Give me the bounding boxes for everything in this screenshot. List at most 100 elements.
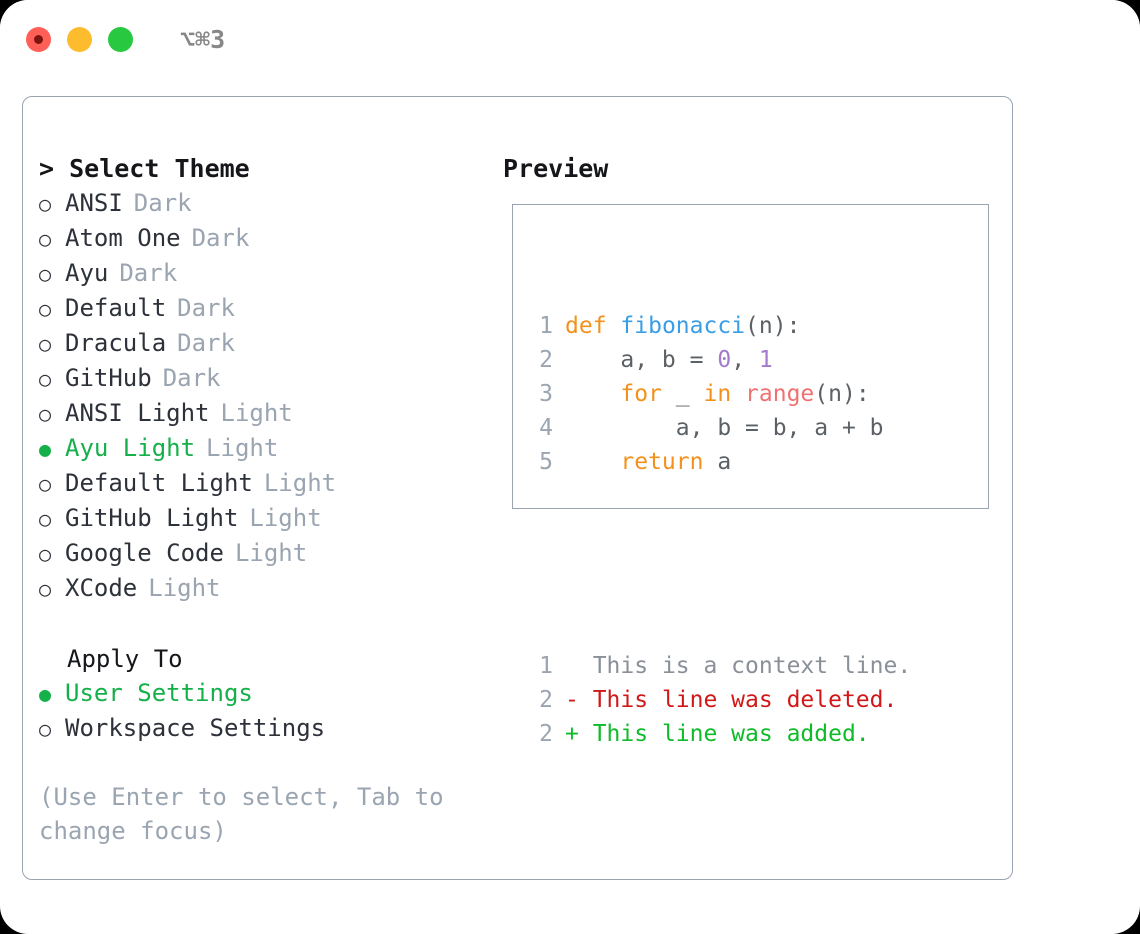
token-fn: fibonacci: [620, 313, 746, 339]
token-kw: for: [620, 381, 662, 407]
radio-unselected-icon: ○: [39, 262, 52, 286]
line-number: 3: [539, 381, 553, 407]
diff-marker: +: [565, 721, 579, 747]
apply-to-option-list[interactable]: ● User Settings ○Workspace Settings: [39, 676, 487, 746]
token-plain: ,: [731, 347, 759, 373]
theme-option-label: Default: [65, 294, 167, 322]
diff-line-add: 2+ This line was added.: [525, 717, 911, 751]
token-plain: [565, 449, 620, 475]
theme-variant-tag: Light: [249, 504, 322, 532]
theme-variant-tag: Dark: [177, 329, 235, 357]
token-plain: [565, 381, 620, 407]
radio-unselected-icon: ○: [39, 507, 52, 531]
apply-to-header: Apply To: [67, 645, 183, 673]
code-line: 5 return a: [525, 445, 911, 479]
code-text: for _ in range(n):: [565, 377, 870, 411]
theme-option-ayu-light[interactable]: ● Ayu Light Light: [39, 431, 487, 466]
theme-option-github-light[interactable]: ○ GitHub Light Light: [39, 501, 487, 536]
theme-option-label: GitHub Light: [65, 504, 239, 532]
diff-marker: [565, 649, 579, 683]
theme-option-ansi-light[interactable]: ○ ANSI Light Light: [39, 396, 487, 431]
line-number: 4: [539, 415, 553, 441]
minimize-button[interactable]: [67, 26, 92, 52]
token-plain: _: [661, 381, 704, 407]
radio-unselected-icon: ○: [39, 367, 52, 391]
line-number: 2: [539, 347, 553, 373]
theme-variant-tag: Light: [206, 434, 279, 462]
token-bi: range: [745, 381, 815, 407]
theme-option-label: Ayu Light: [65, 434, 196, 462]
apply-to-option-user-settings[interactable]: ● User Settings: [39, 676, 487, 711]
apply-to-section: Apply To ● User Settings ○Workspace Settin…: [39, 642, 487, 746]
theme-option-label: Ayu: [65, 259, 109, 287]
token-num: 1: [758, 347, 773, 373]
theme-option-dracula[interactable]: ○ Dracula Dark: [39, 326, 487, 361]
code-line: 4 a, b = b, a + b: [525, 411, 911, 445]
diff-marker: -: [565, 687, 579, 713]
token-plain: (n):: [745, 313, 801, 339]
code-text: return a: [565, 445, 731, 479]
close-button[interactable]: [26, 26, 51, 52]
theme-variant-tag: Light: [263, 469, 337, 497]
code-line: 2 a, b = 0, 1: [525, 343, 911, 377]
diff-text: This line was deleted.: [578, 687, 898, 713]
theme-option-label: ANSI Light: [65, 399, 210, 427]
radio-unselected-icon: ○: [39, 297, 52, 321]
theme-variant-tag: Dark: [133, 189, 192, 217]
token-plain: a, b = b, a + b: [565, 415, 884, 441]
radio-unselected-icon: ○: [39, 192, 52, 216]
diff-block: 1 This is a context line.2- This line wa…: [525, 649, 911, 751]
theme-variant-tag: Dark: [162, 364, 221, 392]
code-text: a, b = 0, 1: [565, 343, 773, 377]
theme-option-label: Dracula: [65, 329, 167, 357]
radio-unselected-icon: ○: [39, 332, 52, 356]
theme-option-label: ANSI: [65, 189, 123, 217]
preview-header: Preview: [503, 154, 609, 183]
token-kw: return: [620, 449, 704, 475]
radio-unselected-icon: ○: [39, 402, 52, 426]
apply-to-option-label: Workspace Settings: [65, 714, 326, 742]
theme-option-label: Default Light: [65, 469, 253, 497]
theme-option-default[interactable]: ○ Default Dark: [39, 291, 487, 326]
diff-text: This line was added.: [578, 721, 870, 747]
radio-unselected-icon: ○: [39, 227, 52, 251]
apply-to-option-workspace-settings[interactable]: ○Workspace Settings: [39, 711, 487, 746]
code-text: a, b = b, a + b: [565, 411, 884, 445]
theme-variant-tag: Dark: [177, 294, 235, 322]
token-plain: (n):: [814, 381, 870, 407]
theme-option-label: GitHub: [65, 364, 152, 392]
apply-to-option-label: User Settings: [65, 679, 253, 707]
theme-variant-tag: Light: [220, 399, 293, 427]
keyboard-shortcut-label: ⌥⌘3: [180, 24, 226, 54]
title-bar: ⌥⌘3: [0, 0, 1140, 78]
theme-option-github[interactable]: ○ GitHub Dark: [39, 361, 487, 396]
line-number: 1: [539, 313, 553, 339]
theme-option-label: XCode: [65, 574, 138, 602]
radio-selected-icon: ●: [39, 437, 52, 461]
radio-selected-icon: ●: [39, 682, 52, 706]
token-plain: a, b =: [565, 347, 718, 373]
theme-option-ansi[interactable]: ○ ANSI Dark: [39, 186, 487, 221]
token-kw: def: [565, 313, 607, 339]
maximize-button[interactable]: [108, 26, 133, 52]
diff-text: This is a context line.: [578, 653, 912, 679]
diff-line-ctx: 1 This is a context line.: [525, 649, 911, 683]
theme-option-label: Google Code: [65, 539, 224, 567]
token-plain: a: [703, 449, 732, 475]
theme-variant-tag: Light: [148, 574, 221, 602]
code-line: 3 for _ in range(n):: [525, 377, 911, 411]
select-theme-header: > Select Theme: [39, 154, 250, 183]
token-num: 0: [717, 347, 732, 373]
line-number: 1: [539, 653, 553, 679]
